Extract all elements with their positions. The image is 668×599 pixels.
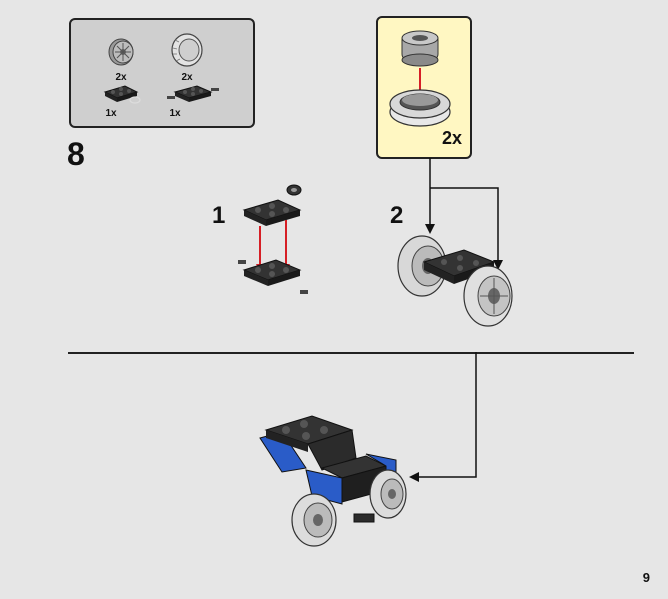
parts-list-item-tire: 2x — [167, 30, 207, 84]
substep-2-illustration — [397, 235, 513, 327]
callout-arrow — [409, 352, 477, 482]
substep-number-1: 1 — [212, 202, 226, 229]
subassembly-panel: 2x — [376, 16, 472, 159]
wheel-assembly-icon — [389, 30, 451, 127]
parts-list-item-rim: 2x — [101, 34, 141, 84]
parts-list-qty: 1x — [169, 108, 181, 119]
wheel-rim-icon — [108, 38, 134, 66]
subassembly-arrows — [425, 158, 503, 270]
substep-1-illustration — [238, 184, 308, 294]
parts-list-qty: 2x — [115, 72, 127, 83]
page-number: 9 — [642, 570, 650, 585]
parts-list-qty: 2x — [181, 72, 193, 83]
substep-number-2: 2 — [390, 202, 404, 229]
parts-list-item-hook-plate: 1x — [99, 82, 143, 122]
vehicle-assembly-illustration — [259, 415, 407, 547]
hook-plate-icon — [103, 85, 141, 104]
tire-icon — [171, 33, 203, 67]
step-divider — [68, 352, 634, 354]
parts-list-qty: 1x — [105, 108, 117, 119]
parts-list-item-wheel-holder-plate: 1x — [165, 80, 221, 122]
parts-list-panel: 2x 2x 1x — [69, 18, 255, 128]
wheel-holder-plate-icon — [167, 85, 219, 102]
subassembly-qty: 2x — [441, 128, 462, 148]
step-number: 8 — [67, 136, 85, 172]
